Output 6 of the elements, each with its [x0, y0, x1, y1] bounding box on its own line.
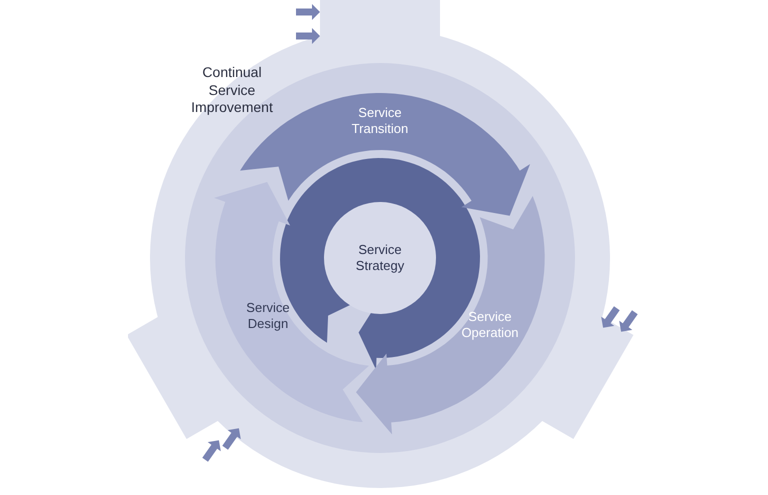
node-label: Continual Service Improvement	[190, 64, 274, 116]
node-label: Service Design	[245, 300, 291, 332]
node-label: Service Transition	[350, 104, 410, 138]
node-label: Service Strategy	[354, 242, 406, 274]
curved-arrow-segment	[356, 196, 545, 435]
node-label: Service Operation	[460, 308, 520, 342]
